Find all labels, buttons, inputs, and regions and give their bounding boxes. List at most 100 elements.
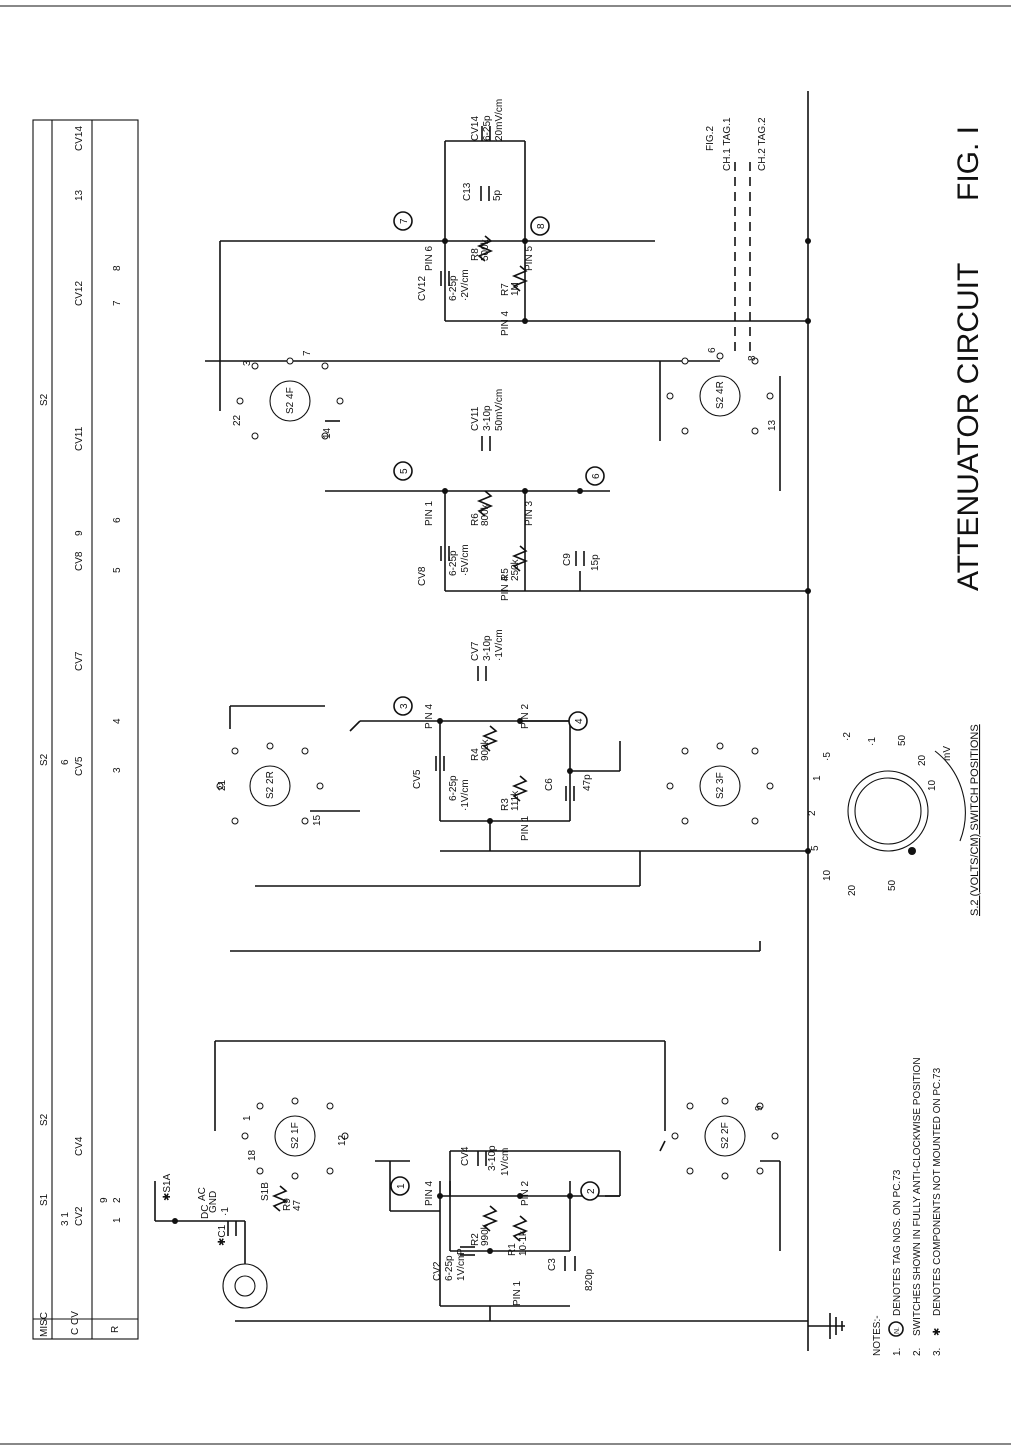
contact-number: 15 <box>312 814 323 826</box>
note-1-symbol: N. <box>894 1327 901 1334</box>
switch-s2-4f[interactable] <box>236 357 344 440</box>
table-ccv-cell: CV4 <box>74 1136 85 1156</box>
pin-label: PIN 1 <box>512 1281 523 1306</box>
r8-value: 500k <box>480 238 491 261</box>
r7-ref: R7 <box>500 283 511 296</box>
input-socket-outer[interactable] <box>222 1263 268 1309</box>
cv5-scale: ·1V/cm <box>460 779 471 811</box>
note-1-num: 1. <box>892 1348 903 1356</box>
s2-4r-label: S2 4R <box>715 381 726 409</box>
pin-label: PIN 1 <box>520 816 531 841</box>
r9-value: 47 <box>292 1199 303 1211</box>
parts-table: MISC C CV R S1 S2 S2 S2 CV2 3 1 CV4 CV5 … <box>32 119 139 1340</box>
tag-1: 1 <box>396 1183 407 1189</box>
c9-value: 15p <box>590 554 601 571</box>
gnd-label: GND <box>208 1191 219 1213</box>
table-ccv-cell: CV12 <box>74 281 85 306</box>
cv11-value: 3-10p <box>482 405 493 431</box>
note-1-text: DENOTES TAG NOS. ON PC.73 <box>892 1169 903 1316</box>
ac-label: AC <box>197 1187 208 1201</box>
dial-label: 20 <box>847 884 858 896</box>
cv8-scale: ·5V/cm <box>460 544 471 576</box>
table-misc-cell: S2 <box>39 753 50 766</box>
table-r-cell: 6 <box>112 517 123 523</box>
contact-number: 18 <box>247 1149 258 1161</box>
table-ccv-cell: CV5 <box>74 756 85 776</box>
s2-2r-label: S2 2R <box>265 771 276 799</box>
tag-3: 3 <box>399 703 410 709</box>
pin-label: PIN 3 <box>524 501 535 526</box>
input-socket-inner <box>234 1275 256 1297</box>
output-ch2: CH.2 TAG.2 <box>757 117 768 171</box>
contact-number: 7 <box>302 350 313 356</box>
table-ccv-cell: 13 <box>74 189 85 201</box>
figure-label: FIG. I <box>952 126 985 201</box>
s1b-label: S1B <box>260 1182 271 1201</box>
cv5-ref: CV5 <box>412 769 423 789</box>
cv14-value: 6-25p <box>482 115 493 141</box>
r6-value: 800k <box>480 503 491 526</box>
wafer-switches <box>216 352 779 1180</box>
component-labels: CV2 6-25p 1V/cm P R2 990k R1 10·1k C3 82… <box>217 99 601 1291</box>
output-fig-ref: FIG.2 <box>705 126 716 151</box>
cv7-value: 3-10p <box>482 635 493 661</box>
dial-label: ·2 <box>842 732 853 741</box>
switch-s2-3f[interactable] <box>666 742 774 825</box>
c6-value: 47p <box>582 774 593 791</box>
contact-number: 8 <box>747 355 758 361</box>
output-labels: FIG.2 CH.1 TAG.1 CH.2 TAG.2 <box>705 117 768 171</box>
note-3-text: DENOTES COMPONENTS NOT MOUNTED ON PC.73 <box>932 1067 943 1316</box>
dial-mv-label: 50 <box>897 734 908 746</box>
switch-s2-2r[interactable] <box>216 742 324 825</box>
switch-s2-2f[interactable] <box>671 1097 779 1180</box>
table-ccv-cell: CV7 <box>74 651 85 671</box>
r4-ref: R4 <box>470 748 481 761</box>
c13-ref: C13 <box>462 182 473 201</box>
contact-number: 14 <box>322 427 333 439</box>
table-r-cell: 5 <box>112 567 123 573</box>
cv7-scale: ·1V/cm <box>494 629 505 661</box>
c13-value: 5p <box>492 189 503 201</box>
table-r-cell: 8 <box>112 265 123 271</box>
cv2-p: P <box>456 1248 467 1255</box>
s2-1f-label: S2 1F <box>290 1122 301 1149</box>
r9-ref: R9 <box>282 1198 293 1211</box>
r1-ref: R1 <box>507 1243 518 1256</box>
contact-number: 9 <box>754 1105 765 1111</box>
notes-heading: NOTES:- <box>872 1315 883 1356</box>
cv8-ref: CV8 <box>417 566 428 586</box>
note-2-num: 2. <box>912 1348 923 1356</box>
dial-label: 50 <box>887 879 898 891</box>
r4-value: 900k <box>480 738 491 761</box>
c3-value: 820p <box>584 1268 595 1291</box>
c3-ref: C3 <box>547 1258 558 1271</box>
table-ccv-cell: CV14 <box>74 126 85 151</box>
tag-8: 8 <box>536 223 547 229</box>
note-2-text: SWITCHES SHOWN IN FULLY ANTI-CLOCKWISE P… <box>912 1057 923 1336</box>
r5-ref: R5 <box>500 568 511 581</box>
r7-value: 1M <box>510 282 521 296</box>
cv2-scale: 1V/cm <box>456 1253 467 1281</box>
tag-7: 7 <box>399 218 410 224</box>
table-misc-cell: S2 <box>39 1113 50 1126</box>
table-r-cell: 3 <box>112 767 123 773</box>
switch-position-dial: ·1 ·2 ·5 1 2 5 10 20 50 50 20 10 mV S.2 … <box>807 724 981 916</box>
table-row-label-ccv: C CV <box>70 1311 81 1335</box>
tag-2: 2 <box>586 1188 597 1194</box>
note-3-num: 3. <box>932 1348 943 1356</box>
s1a-label: ✱S1A <box>162 1173 173 1201</box>
r2-value: 990k <box>480 1223 491 1246</box>
switch-s2-1f[interactable] <box>241 1097 349 1180</box>
table-row-label-r: R <box>110 1326 121 1333</box>
tag-4: 4 <box>574 718 585 724</box>
contact-number: 6 <box>707 347 718 353</box>
c9-ref: C9 <box>562 553 573 566</box>
pin-label: PIN 4 <box>424 704 435 729</box>
cv12-value: 6-25p <box>448 275 459 301</box>
cv5-value: 6-25p <box>448 775 459 801</box>
cv11-scale: 50mV/cm <box>494 389 505 431</box>
table-misc-cell: S2 <box>39 393 50 406</box>
r2-ref: R2 <box>470 1233 481 1246</box>
switch-s2-4r[interactable] <box>666 352 774 435</box>
